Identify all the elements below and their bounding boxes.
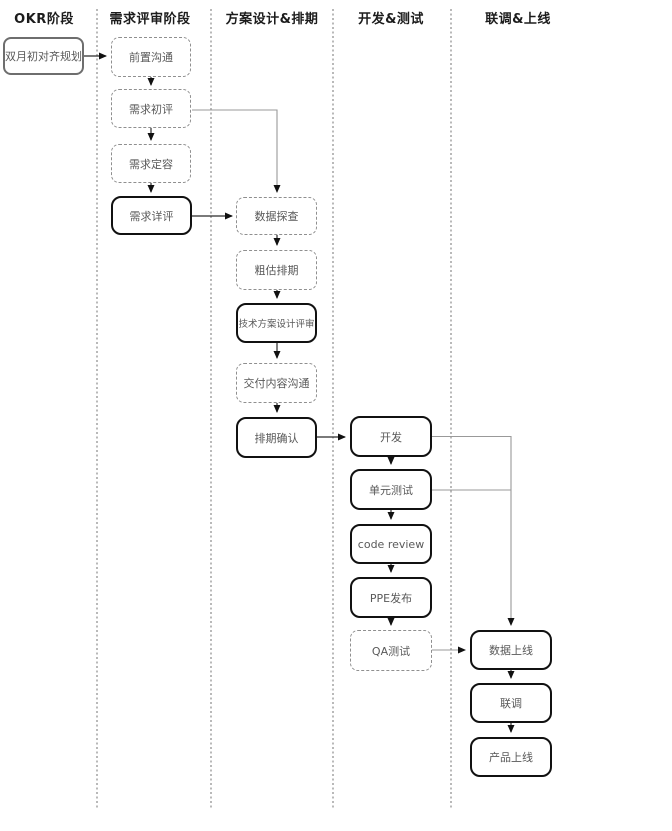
node-label: 产品上线 (489, 751, 533, 764)
node-unit-test[interactable]: 单元测试 (350, 469, 432, 510)
node-req-capacity[interactable]: 需求定容 (111, 144, 191, 183)
node-label: 交付内容沟通 (243, 377, 310, 390)
node-label: 排期确认 (254, 431, 299, 445)
elbow-connectors (192, 109, 515, 654)
node-label: 数据探查 (254, 210, 299, 223)
node-req-initial[interactable]: 需求初评 (111, 89, 191, 128)
node-tech-review[interactable]: 技术方案设计评审 (236, 303, 317, 343)
node-code-review[interactable]: code review (350, 524, 432, 564)
node-req-detail[interactable]: 需求详评 (111, 196, 192, 235)
lane-separators (96, 9, 452, 808)
node-dev[interactable]: 开发 (350, 416, 432, 457)
node-okr-plan[interactable]: 双月初对齐规划 (3, 37, 84, 75)
lane-title-req-review: 需求评审阶段 (109, 12, 191, 27)
node-label: 需求详评 (129, 209, 174, 223)
node-label: 开发 (380, 430, 402, 444)
node-label: 双月初对齐规划 (5, 50, 82, 63)
node-data-explore[interactable]: 数据探查 (236, 197, 317, 235)
lane-title-launch: 联调&上线 (485, 12, 551, 27)
node-label: 粗估排期 (254, 264, 299, 277)
node-label: 技术方案设计评审 (238, 319, 315, 330)
node-label: 联调 (500, 697, 522, 710)
node-label: PPE发布 (369, 591, 413, 605)
node-pre-comm[interactable]: 前置沟通 (111, 37, 191, 77)
flow-arrows (84, 52, 515, 733)
node-label: QA测试 (371, 644, 411, 658)
node-delivery-comm[interactable]: 交付内容沟通 (236, 363, 317, 403)
node-qa-test[interactable]: QA测试 (350, 630, 432, 671)
node-label: 需求定容 (129, 157, 173, 171)
node-label: 数据上线 (489, 644, 533, 657)
node-ppe-release[interactable]: PPE发布 (350, 577, 432, 618)
lane-title-dev-test: 开发&测试 (358, 12, 424, 27)
lane-title-okr: OKR阶段 (14, 12, 74, 27)
node-label: code review (357, 537, 425, 551)
lane-title-design-schedule: 方案设计&排期 (225, 12, 319, 27)
node-label: 需求初评 (129, 102, 173, 116)
node-product-online[interactable]: 产品上线 (470, 737, 552, 777)
node-schedule-confirm[interactable]: 排期确认 (236, 417, 317, 458)
node-joint-debug[interactable]: 联调 (470, 683, 552, 723)
node-rough-schedule[interactable]: 粗估排期 (236, 250, 317, 290)
node-data-online[interactable]: 数据上线 (470, 630, 552, 670)
node-label: 单元测试 (369, 483, 413, 497)
node-label: 前置沟通 (129, 51, 173, 64)
